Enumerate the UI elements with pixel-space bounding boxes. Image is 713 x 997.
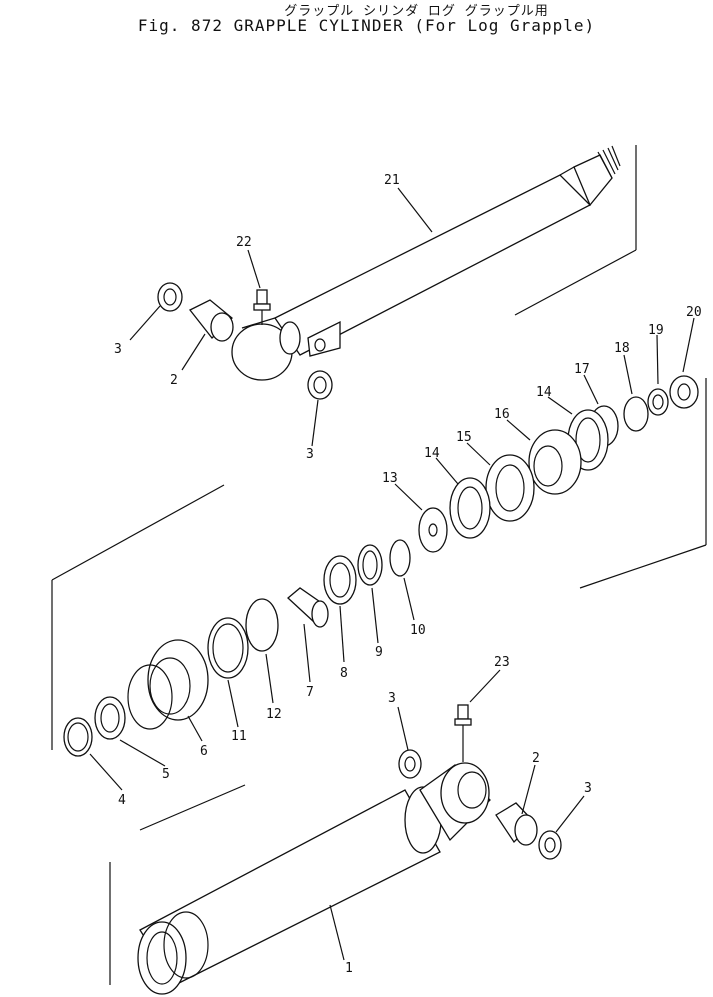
dust-seal-part-3-mid	[307, 370, 333, 400]
frame-lines	[51, 145, 707, 985]
head-components	[63, 539, 411, 757]
rod-eye	[231, 317, 301, 381]
callout-7: 7	[306, 685, 314, 700]
backup-ring-part-9	[357, 544, 383, 586]
callout-2a: 2	[170, 373, 178, 388]
grease-nipple-part-22	[253, 289, 271, 325]
callout-3d: 3	[584, 781, 592, 796]
japanese-title: グラップル シリンダ ログ グラップル用	[284, 4, 549, 19]
rod-seal-part-8	[323, 555, 357, 605]
callout-labels: 21 22 3 2 3 20 19 18 17 14 16 15 14 13 1…	[114, 173, 702, 976]
callout-15: 15	[456, 430, 472, 445]
grease-nipple-part-23	[454, 704, 472, 762]
callout-22: 22	[236, 235, 252, 250]
callout-10: 10	[410, 623, 426, 638]
piston-stack	[418, 375, 699, 553]
callout-3c: 3	[388, 691, 396, 706]
callout-3b: 3	[306, 447, 314, 462]
piston-rod-part-21	[274, 145, 621, 357]
callout-14b: 14	[536, 385, 552, 400]
wear-ring-part-14-lower	[449, 477, 491, 539]
callout-13: 13	[382, 471, 398, 486]
dust-seal-part-5	[94, 696, 126, 740]
callout-12: 12	[266, 707, 282, 722]
nut-part-20	[669, 375, 699, 409]
callout-9: 9	[375, 645, 383, 660]
callout-5: 5	[162, 767, 170, 782]
snap-ring-part-10	[389, 539, 411, 577]
callout-21: 21	[384, 173, 400, 188]
callout-23: 23	[494, 655, 510, 670]
callout-16: 16	[494, 407, 510, 422]
ring-part-11	[207, 617, 249, 679]
callout-18: 18	[614, 341, 630, 356]
bushing-part-2-upper	[188, 299, 234, 342]
callout-14a: 14	[424, 446, 440, 461]
callout-4: 4	[118, 793, 126, 808]
ring-part-18	[623, 396, 649, 432]
piston-part-16	[528, 429, 582, 495]
dust-seal-part-3-lower-left	[398, 749, 422, 779]
callout-3a: 3	[114, 342, 122, 357]
callout-17: 17	[574, 362, 590, 377]
spacer-part-13	[418, 507, 448, 553]
callout-2b: 2	[532, 751, 540, 766]
cylinder-tube-part-1	[137, 762, 491, 995]
callout-1: 1	[345, 961, 353, 976]
figure-title: Fig. 872 GRAPPLE CYLINDER (For Log Grapp…	[137, 16, 596, 35]
callout-11: 11	[231, 729, 247, 744]
callout-6: 6	[200, 744, 208, 759]
dust-seal-part-3-upper	[157, 282, 183, 312]
callout-19: 19	[648, 323, 664, 338]
dust-seal-part-3-lower-right	[538, 830, 562, 860]
leader-lines	[89, 187, 695, 961]
washer-part-19	[647, 388, 669, 416]
bushing-part-2-lower	[495, 802, 538, 846]
callout-8: 8	[340, 666, 348, 681]
callout-20: 20	[686, 305, 702, 320]
piston-seal-part-15	[485, 454, 535, 522]
o-ring-part-12	[245, 598, 279, 652]
